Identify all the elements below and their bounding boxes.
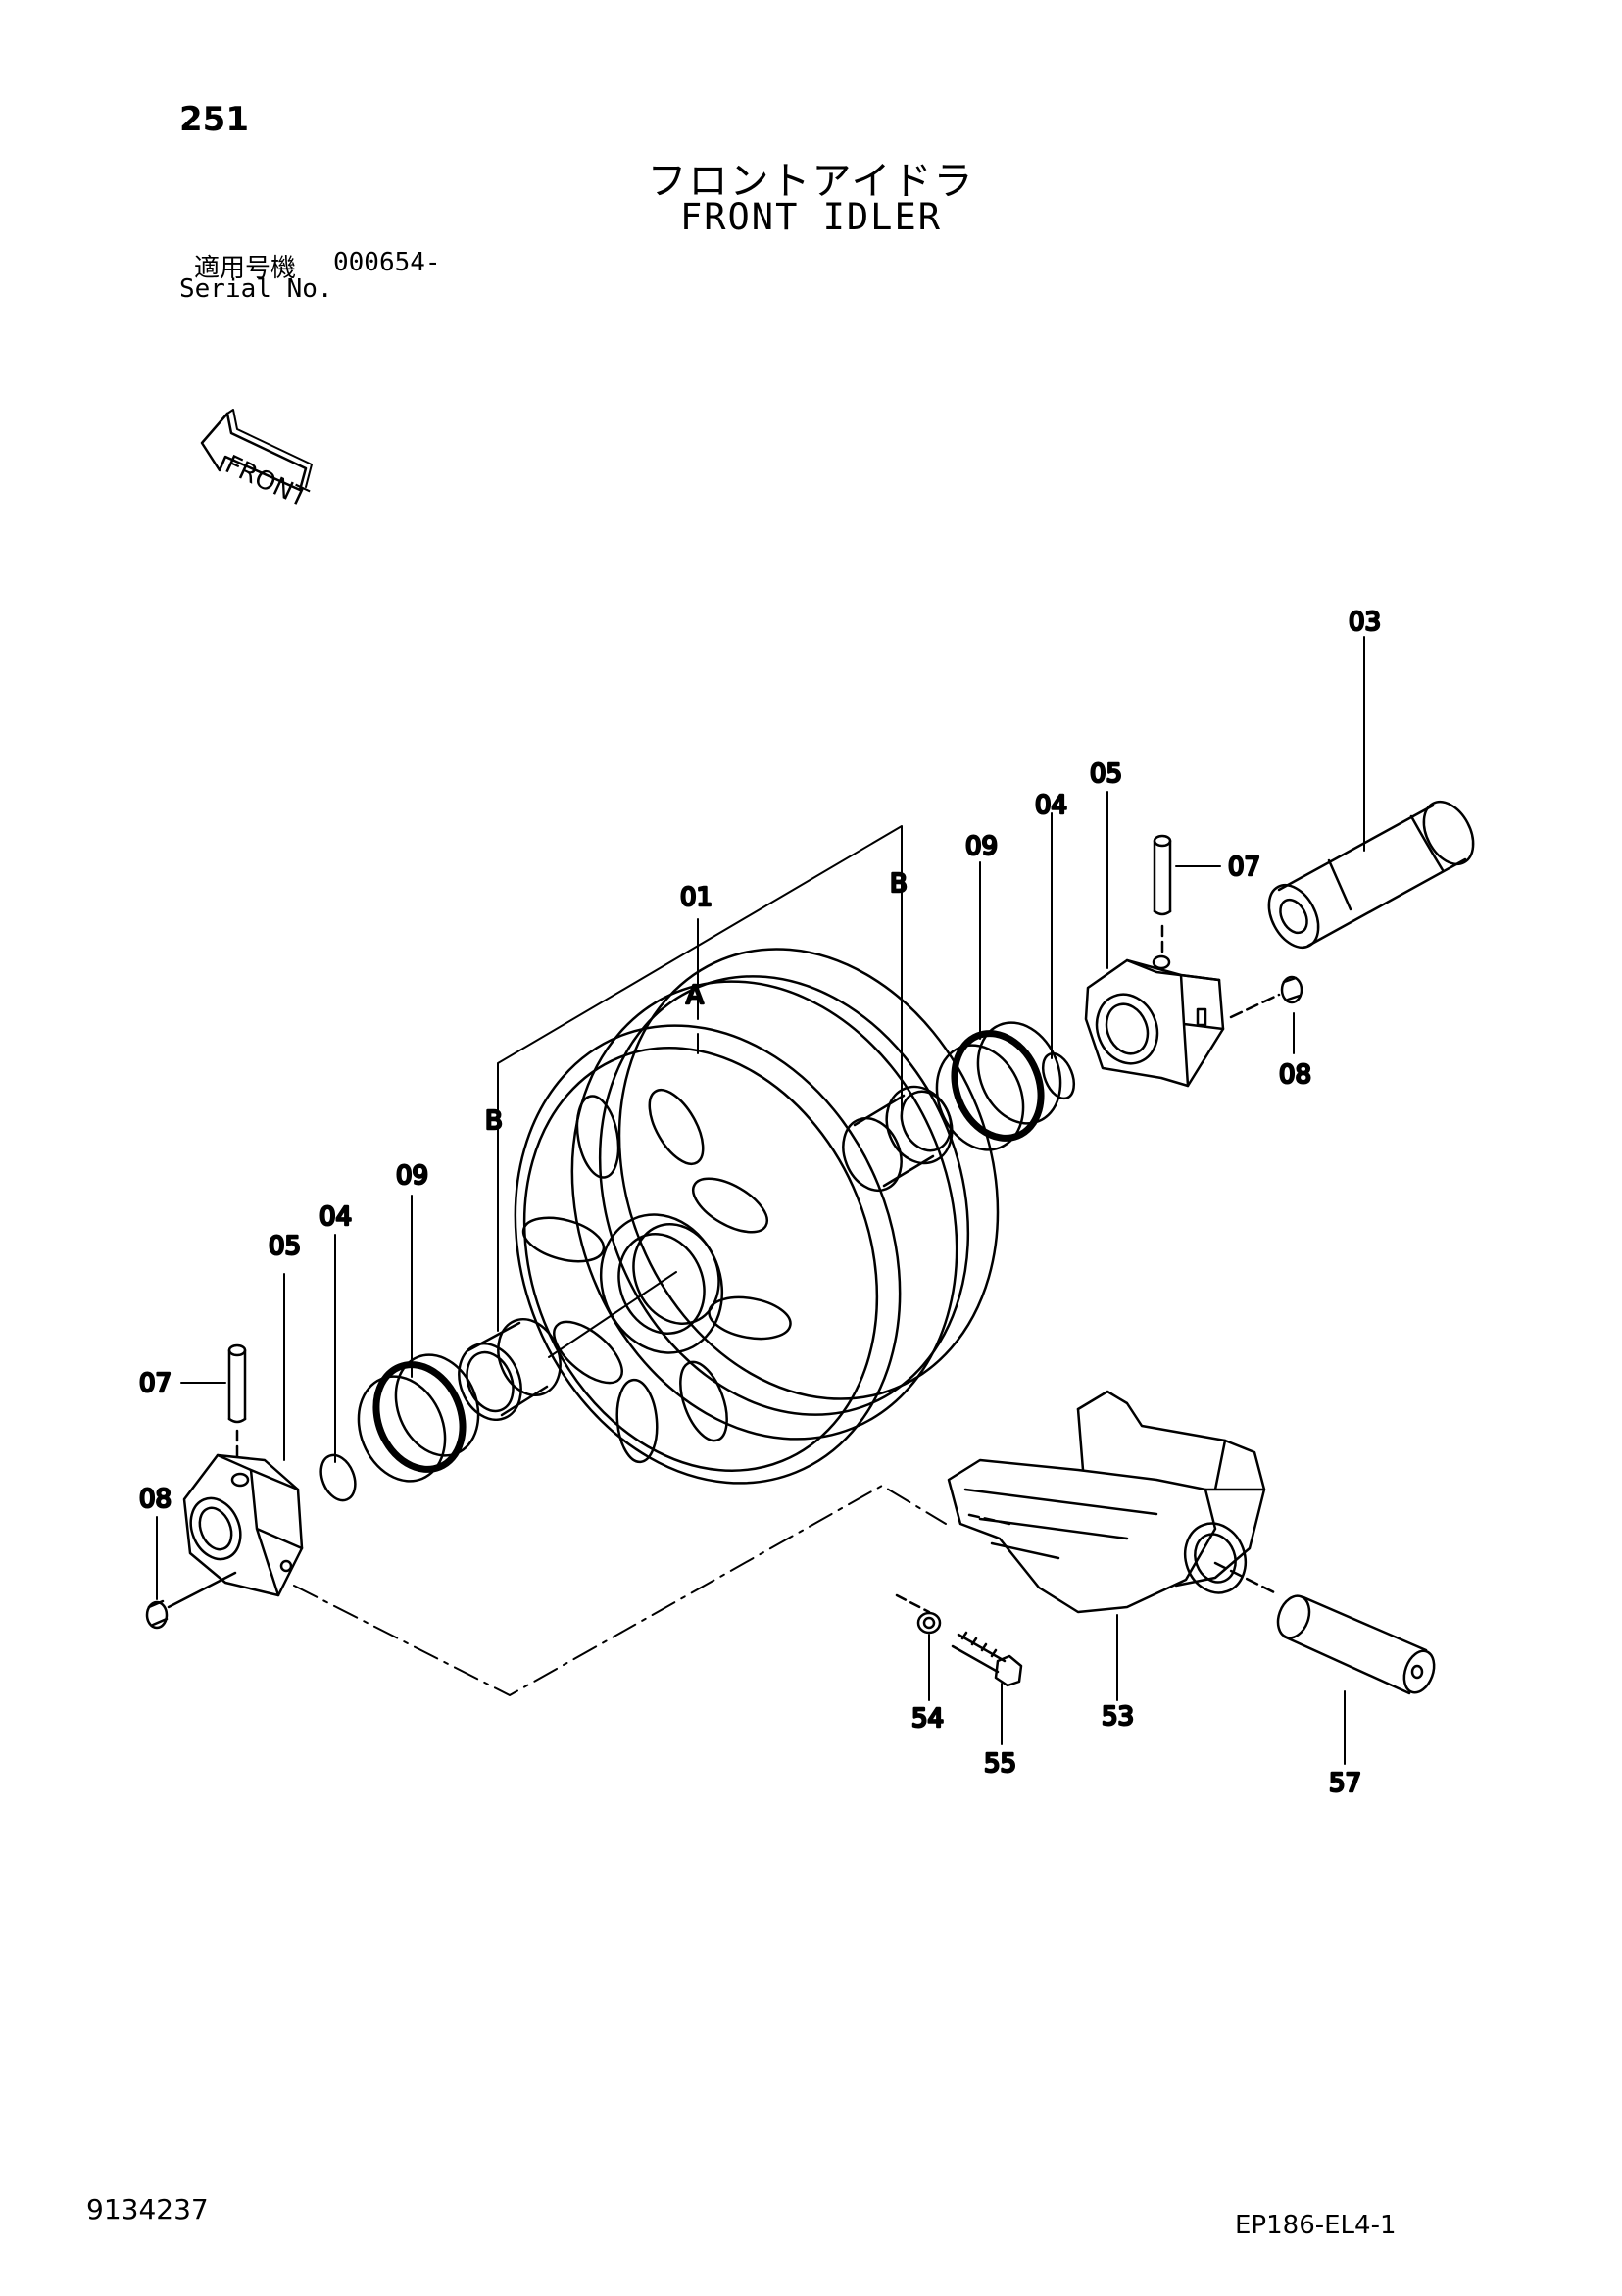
o-ring-right-part-04	[1041, 1051, 1076, 1100]
o-ring-left-part-04	[319, 1453, 357, 1502]
bolt-part-55	[951, 1631, 1023, 1687]
callout-08-left: 08	[139, 1485, 172, 1514]
washer-part-54	[916, 1611, 942, 1635]
bushing-left	[458, 1317, 562, 1422]
callout-b-left: B	[485, 1106, 503, 1136]
front-arrow-icon: FRONT	[200, 409, 313, 513]
callout-09-right: 09	[965, 832, 998, 861]
callout-55: 55	[984, 1749, 1016, 1779]
plug-right-part-08	[1229, 975, 1303, 1019]
drawing-number: 9134237	[86, 2193, 209, 2225]
callout-53: 53	[1102, 1702, 1134, 1732]
callout-05-right: 05	[1090, 759, 1122, 789]
callout-03: 03	[1349, 608, 1381, 637]
page-code: EP186-EL4-1	[1235, 2211, 1397, 2240]
callout-07-left: 07	[139, 1369, 172, 1398]
bracket-b-lines	[497, 825, 903, 1332]
pin-left-part-07	[227, 1343, 247, 1460]
callout-01: 01	[680, 883, 713, 912]
support-left-part-05	[182, 1453, 304, 1597]
callout-09-left: 09	[396, 1161, 428, 1191]
callout-b-right: B	[890, 869, 908, 899]
support-right-part-05	[1084, 954, 1225, 1088]
pin-right-part-07	[1153, 834, 1172, 957]
callout-04-right: 04	[1035, 791, 1067, 820]
callout-57: 57	[1329, 1769, 1361, 1798]
leader-lines	[156, 636, 1365, 1765]
title-japanese: フロントアイドラ	[647, 159, 975, 204]
shaft-part-03	[1267, 801, 1475, 949]
yoke-part-53	[947, 1390, 1266, 1614]
idler-wheel-part-01	[514, 948, 1000, 1485]
callout-05-left: 05	[269, 1232, 301, 1261]
floating-seal-left-part-09	[357, 1353, 480, 1483]
callout-a: A	[686, 981, 704, 1010]
callout-08-right: 08	[1279, 1060, 1311, 1090]
callout-04-left: 04	[319, 1202, 352, 1232]
serial-label-english: Serial No.	[179, 274, 333, 304]
pin-part-57	[1213, 1561, 1436, 1695]
assembly-centerline	[293, 1485, 947, 1696]
serial-value: 000654-	[333, 248, 441, 277]
front-arrow-label: FRONT	[221, 450, 312, 513]
title-english: FRONT IDLER	[679, 196, 943, 238]
callout-07-right: 07	[1228, 853, 1260, 882]
page-number: 251	[179, 100, 249, 139]
bushing-right	[842, 1085, 954, 1193]
serial-label-japanese: 適用号機	[194, 254, 297, 283]
floating-seal-right-part-09	[935, 1021, 1062, 1151]
callout-54: 54	[911, 1704, 944, 1734]
plug-left-part-08	[145, 1571, 237, 1630]
